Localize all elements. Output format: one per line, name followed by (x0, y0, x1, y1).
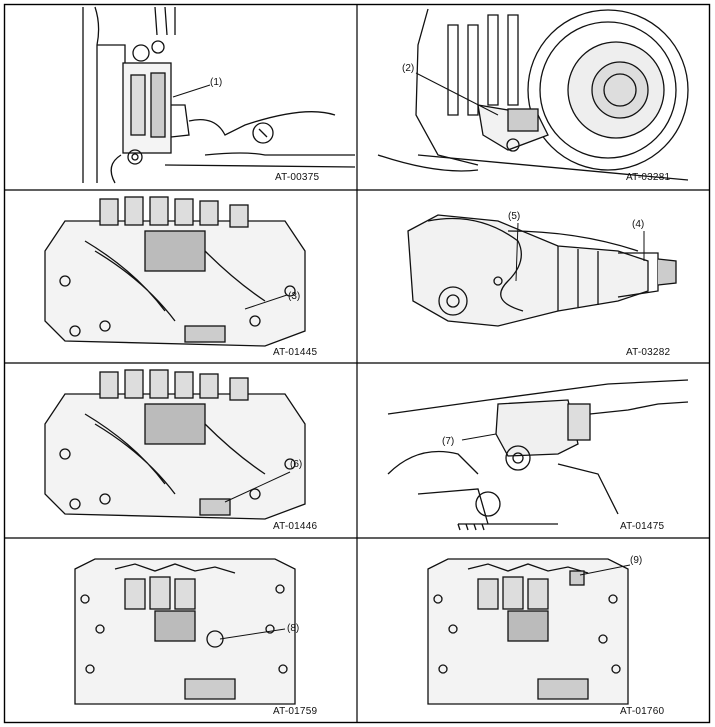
callout-4: (4) (632, 219, 645, 230)
callout-2: (2) (402, 63, 415, 74)
panel-5: (6) AT-01446 (5, 364, 356, 537)
gear-housing-illustration (377, 8, 689, 181)
callout-9: (9) (630, 555, 643, 566)
figure-code: AT-01760 (620, 706, 665, 717)
sensor-mount-illustration (387, 379, 689, 531)
figure-code: AT-00375 (275, 172, 320, 183)
callout-1: (1) (210, 77, 223, 88)
callout-8: (8) (287, 623, 300, 634)
callout-5: (5) (508, 211, 521, 222)
valve-body-illustration (44, 369, 306, 520)
panel-7: (8) AT-01759 (5, 539, 356, 722)
figure-code: AT-01475 (620, 521, 665, 532)
valve-body-top-illustration (427, 558, 631, 705)
panel-4: (5) (4) AT-03282 (358, 191, 709, 362)
valve-body-top-illustration (74, 558, 296, 705)
figure-code: AT-01445 (273, 347, 318, 358)
figure-code: AT-03281 (626, 172, 671, 183)
sensor-bracket-illustration (82, 6, 356, 184)
valve-body-illustration (44, 196, 306, 347)
figure-code: AT-03282 (626, 347, 671, 358)
panel-8: (9) AT-01760 (358, 539, 709, 722)
panel-1: (1) AT-00375 (5, 5, 356, 189)
figure-code: AT-01446 (273, 521, 318, 532)
callout-6: (6) (290, 459, 303, 470)
transmission-assembly-illustration (407, 214, 677, 327)
figure-code: AT-01759 (273, 706, 318, 717)
callout-3: (3) (288, 291, 301, 302)
panel-2: (2) AT-03281 (358, 5, 709, 189)
panel-3: (3) AT-01445 (5, 191, 356, 362)
callout-7: (7) (442, 436, 455, 447)
panel-6: (7) AT-01475 (358, 364, 709, 537)
